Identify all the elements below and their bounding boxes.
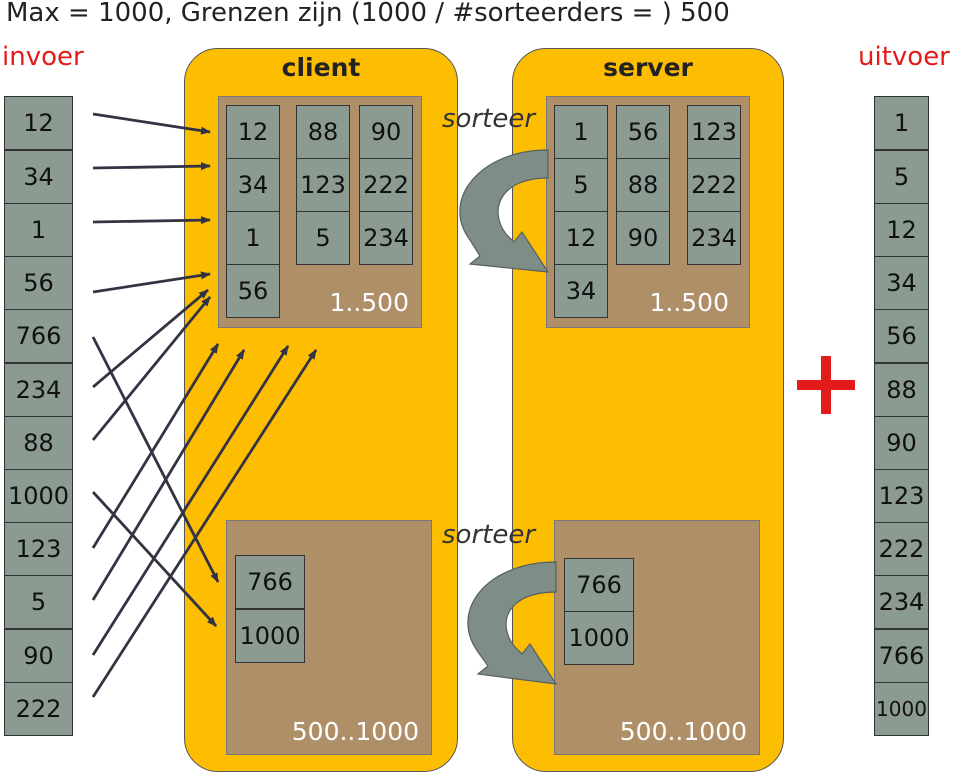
bucket-cell: 88: [616, 158, 670, 212]
diagram-title: Max = 1000, Grenzen zijn (1000 / #sortee…: [6, 0, 730, 28]
output-cell: 88: [874, 363, 929, 417]
bucket-cell: 1000: [235, 609, 305, 663]
input-cell: 234: [4, 363, 73, 417]
client-title: client: [281, 53, 361, 82]
input-cell: 1000: [4, 469, 73, 523]
output-cell: 90: [874, 416, 929, 470]
input-cell: 1: [4, 203, 73, 257]
input-cell: 766: [4, 309, 73, 363]
bucket-cell: 766: [564, 558, 634, 612]
bucket-cell: 1000: [564, 611, 634, 665]
distribution-arrow: [92, 288, 209, 389]
bucket-cell: 12: [226, 105, 280, 159]
plus-icon: [797, 356, 855, 414]
bucket-range-label: 1..500: [649, 288, 729, 317]
distribution-arrow: [91, 349, 246, 601]
bucket-cell: 766: [235, 555, 305, 609]
bucket-cell: 34: [554, 264, 608, 318]
input-cell: 12: [4, 96, 73, 150]
bucket-cell: 88: [296, 105, 350, 159]
bucket-cell: 123: [296, 158, 350, 212]
input-cell: 88: [4, 416, 73, 470]
bucket-cell: 222: [687, 158, 741, 212]
server-title: server: [603, 53, 693, 82]
distribution-arrow: [92, 216, 211, 225]
bucket-cell: 5: [296, 211, 350, 265]
bucket-cell: 234: [687, 211, 741, 265]
sort-arrow-top: [459, 149, 550, 273]
distribution-arrow: [92, 112, 211, 135]
input-cell: 222: [4, 682, 73, 736]
sort-label-bottom: sorteer: [442, 520, 536, 550]
distribution-arrow: [91, 349, 318, 698]
bucket-cell: 5: [554, 158, 608, 212]
distribution-arrow: [91, 343, 220, 549]
bucket-range-label: 1..500: [329, 288, 409, 317]
bucket-cell: 1: [554, 105, 608, 159]
bucket-cell: 34: [226, 158, 280, 212]
bucket-cell: 234: [359, 211, 413, 265]
bucket-range-label: 500..1000: [619, 717, 747, 746]
bucket-cell: 90: [359, 105, 413, 159]
output-cell: 1: [874, 96, 929, 150]
output-cell: 234: [874, 575, 929, 629]
distribution-arrow: [91, 296, 212, 441]
bucket-cell: 222: [359, 158, 413, 212]
bucket-cell: 1: [226, 211, 280, 265]
output-cell: 222: [874, 522, 929, 576]
bucket-cell: 123: [687, 105, 741, 159]
output-label: uitvoer: [858, 42, 950, 72]
bucket-range-label: 500..1000: [291, 717, 419, 746]
bucket-cell: 56: [226, 264, 280, 318]
input-label: invoer: [2, 42, 84, 72]
output-cell: 34: [874, 256, 929, 310]
distribution-arrow: [92, 271, 211, 294]
bucket-cell: 90: [616, 211, 670, 265]
distribution-arrow: [92, 162, 211, 171]
distribution-arrow: [91, 336, 220, 583]
input-cell: 5: [4, 575, 73, 629]
bucket-cell: 12: [554, 211, 608, 265]
sort-arrow-bottom: [467, 561, 558, 685]
distribution-arrow: [91, 345, 290, 656]
output-cell: 12: [874, 203, 929, 257]
output-cell: 1000: [874, 682, 929, 736]
output-cell: 56: [874, 309, 929, 363]
output-cell: 123: [874, 469, 929, 523]
sort-label-top: sorteer: [442, 104, 536, 134]
input-cell: 34: [4, 150, 73, 204]
